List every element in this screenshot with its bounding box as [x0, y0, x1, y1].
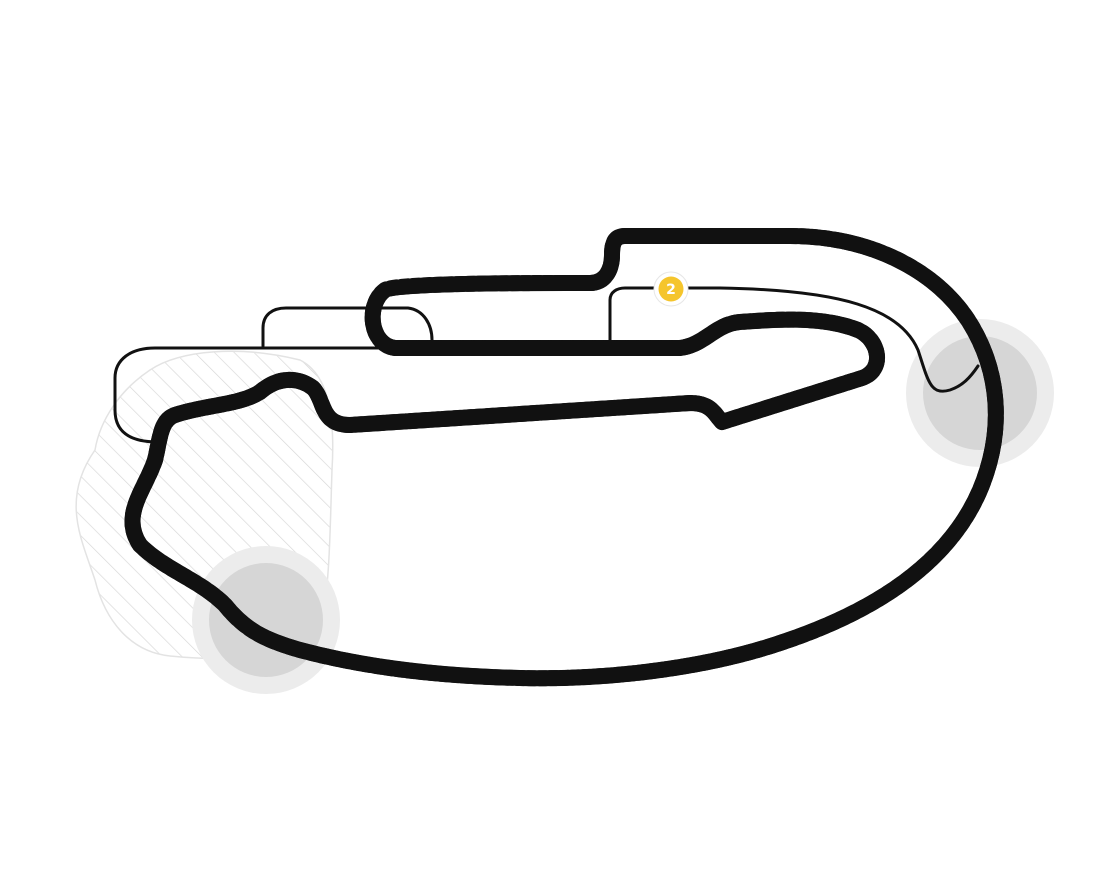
turn-marker-2[interactable]: 2: [653, 271, 689, 307]
pit-lane-right: [608, 286, 662, 344]
zone-right: [906, 319, 1054, 467]
zone-bottom-left-core: [209, 563, 323, 677]
zone-bottom-left: [192, 546, 340, 694]
pit-lane-east: [682, 286, 980, 393]
pit-lane-left: [113, 346, 390, 444]
turn-marker-2-label: 2: [666, 282, 676, 298]
turn-marker-2-badge: [658, 276, 684, 302]
pit-lane-loop: [261, 306, 434, 348]
zone-right-core: [923, 336, 1037, 450]
